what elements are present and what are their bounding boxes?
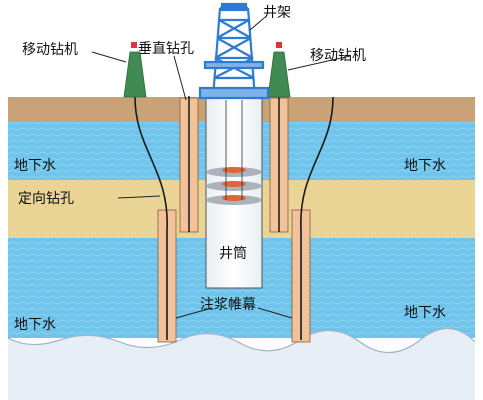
grout-curtain-label: 注浆帷幕 (200, 297, 256, 313)
mobile-rig-left-label: 移动钻机 (22, 42, 78, 58)
groundwater-right-upper-label: 地下水 (404, 158, 446, 174)
shaft-label: 井筒 (219, 246, 247, 262)
groundwater-left-upper-label: 地下水 (14, 158, 56, 174)
mobile-rig-left (123, 42, 147, 98)
derrick (198, 2, 270, 100)
bedrock-boundary (7, 327, 476, 354)
mobile-rig-right-label: 移动钻机 (310, 48, 366, 64)
mobile-rig-right (267, 42, 291, 98)
groundwater-right-lower-label: 地下水 (404, 305, 446, 321)
directional-hole-right (300, 96, 334, 340)
bedrock-layer (8, 328, 475, 400)
vertical-hole-label: 垂直钻孔 (138, 41, 194, 57)
leader-lines (91, 17, 351, 319)
directional-hole-label: 定向钻孔 (18, 191, 74, 207)
shaft-platforms (206, 100, 262, 205)
shaft (205, 97, 263, 289)
derrick-label: 井架 (263, 5, 291, 21)
directional-hole-left (134, 96, 168, 340)
groundwater-left-lower-label: 地下水 (14, 317, 56, 333)
